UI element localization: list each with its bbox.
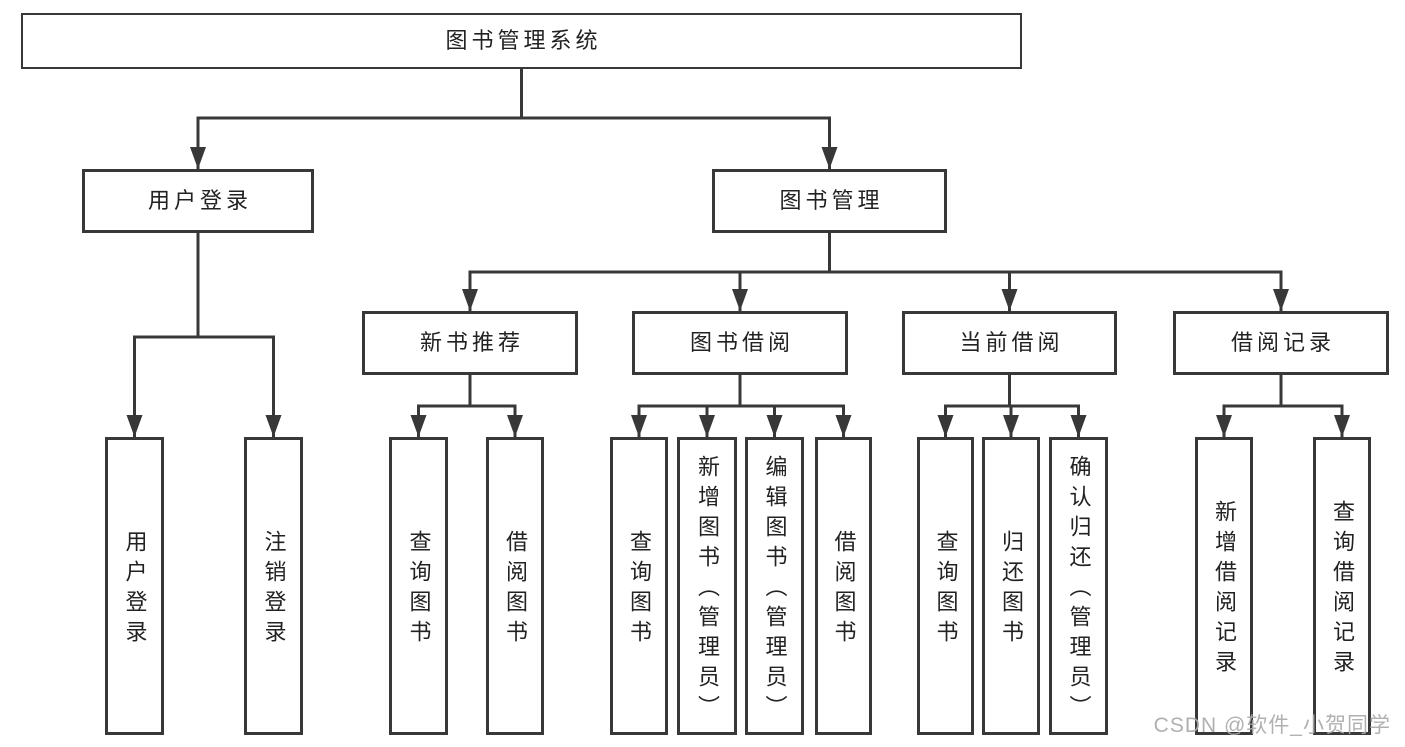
node-leaf-query-books-bor: 查询图书 xyxy=(610,437,668,735)
node-label-leaf-user-login: 用户登录 xyxy=(122,530,148,650)
node-leaf-logout: 注销登录 xyxy=(244,437,303,735)
node-book-management: 图书管理 xyxy=(712,169,947,233)
edge-book-borrow-to-leaf-borrow-books-bor xyxy=(738,375,852,437)
node-root: 图书管理系统 xyxy=(21,13,1022,69)
node-label-leaf-confirm-return: 确认归还（管理员） xyxy=(1066,455,1092,725)
edge-new-book-recommend-to-leaf-query-books-rec xyxy=(410,375,472,437)
node-label-leaf-query-books-cur: 查询图书 xyxy=(933,530,959,650)
node-leaf-add-books-admin: 新增图书（管理员） xyxy=(677,437,737,735)
node-leaf-query-borrow-record: 查询借阅记录 xyxy=(1313,437,1371,735)
node-label-leaf-return-books: 归还图书 xyxy=(999,530,1024,650)
node-label-current-borrow: 当前借阅 xyxy=(959,330,1064,355)
node-book-borrow: 图书借阅 xyxy=(632,311,848,375)
edge-book-management-to-book-borrow xyxy=(732,233,831,311)
node-leaf-return-books: 归还图书 xyxy=(982,437,1040,735)
edge-user-login-to-leaf-user-login xyxy=(126,233,200,437)
node-label-borrow-records: 借阅记录 xyxy=(1230,330,1335,355)
node-label-book-borrow: 图书借阅 xyxy=(689,330,794,355)
edge-root-to-book-management xyxy=(520,69,838,169)
watermark-text: CSDN @软件_小贺同学 xyxy=(1153,714,1391,737)
node-label-book-management: 图书管理 xyxy=(779,188,884,213)
node-current-borrow: 当前借阅 xyxy=(902,311,1117,375)
edge-book-management-to-borrow-records xyxy=(828,233,1289,311)
node-label-leaf-borrow-books-bor: 借阅图书 xyxy=(831,530,857,650)
node-borrow-records: 借阅记录 xyxy=(1173,311,1389,375)
node-label-leaf-query-books-rec: 查询图书 xyxy=(406,530,432,650)
node-label-root: 图书管理系统 xyxy=(445,28,602,53)
node-label-user-login: 用户登录 xyxy=(147,188,252,213)
node-new-book-recommend: 新书推荐 xyxy=(362,311,578,375)
edge-borrow-records-to-leaf-add-borrow-record xyxy=(1216,375,1283,437)
edge-current-borrow-to-leaf-query-books-cur xyxy=(937,375,1011,437)
edge-book-borrow-to-leaf-add-books-admin xyxy=(699,375,742,437)
node-leaf-add-borrow-record: 新增借阅记录 xyxy=(1195,437,1253,735)
edge-new-book-recommend-to-leaf-borrow-books-rec xyxy=(468,375,523,437)
node-leaf-query-books-rec: 查询图书 xyxy=(389,437,448,735)
edge-root-to-user-login xyxy=(190,69,523,169)
node-label-leaf-borrow-books-rec: 借阅图书 xyxy=(503,530,528,650)
node-leaf-borrow-books-rec: 借阅图书 xyxy=(486,437,544,735)
node-label-leaf-edit-books-admin: 编辑图书（管理员） xyxy=(762,455,788,725)
node-label-leaf-logout: 注销登录 xyxy=(261,530,287,650)
node-label-leaf-add-borrow-record: 新增借阅记录 xyxy=(1212,500,1237,680)
node-leaf-edit-books-admin: 编辑图书（管理员） xyxy=(745,437,804,735)
node-leaf-borrow-books-bor: 借阅图书 xyxy=(815,437,872,735)
node-label-new-book-recommend: 新书推荐 xyxy=(419,330,524,355)
node-label-leaf-add-books-admin: 新增图书（管理员） xyxy=(695,455,720,725)
node-leaf-user-login: 用户登录 xyxy=(105,437,164,735)
edge-current-borrow-to-leaf-confirm-return xyxy=(1008,375,1087,437)
node-user-login: 用户登录 xyxy=(82,169,314,233)
edge-user-login-to-leaf-logout xyxy=(196,233,282,437)
node-leaf-query-books-cur: 查询图书 xyxy=(917,437,974,735)
node-label-leaf-query-borrow-record: 查询借阅记录 xyxy=(1330,500,1355,680)
node-leaf-confirm-return: 确认归还（管理员） xyxy=(1049,437,1108,735)
edge-borrow-records-to-leaf-query-borrow-record xyxy=(1279,375,1350,437)
node-label-leaf-query-books-bor: 查询图书 xyxy=(627,530,652,650)
